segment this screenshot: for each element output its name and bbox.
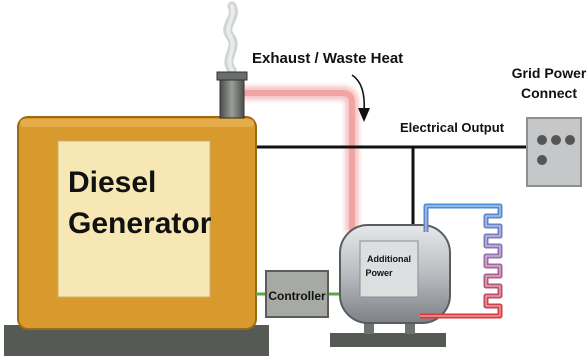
smoke-icon [223, 1, 238, 75]
generator-title-line1: Diesel [68, 166, 156, 199]
tank-label-line2: Power [365, 268, 393, 278]
exhaust-label: Exhaust / Waste Heat [252, 50, 403, 67]
outlet-icon [537, 135, 575, 165]
tank-base [330, 333, 446, 347]
generator-title-line2: Generator [68, 207, 212, 240]
electrical-output-label: Electrical Output [400, 120, 505, 135]
additional-power-tank: Additional Power [339, 224, 451, 324]
tank-panel [359, 240, 419, 298]
tank-label-line1: Additional [367, 254, 411, 264]
chimney [216, 71, 248, 119]
curved-arrow-down-icon [351, 74, 370, 122]
heat-coil [420, 203, 503, 319]
exhaust-pipe [242, 86, 359, 232]
generator-base [4, 325, 269, 356]
grid-power-box [526, 117, 582, 187]
electrical-wire [255, 145, 528, 232]
generator-panel [57, 140, 211, 298]
diesel-generator: Diesel Generator [17, 116, 257, 330]
controller-label: Controller [268, 289, 326, 303]
grid-label-line2: Connect [521, 85, 577, 101]
grid-label-line1: Grid Power [512, 65, 587, 81]
controller-box: Controller [265, 270, 329, 318]
